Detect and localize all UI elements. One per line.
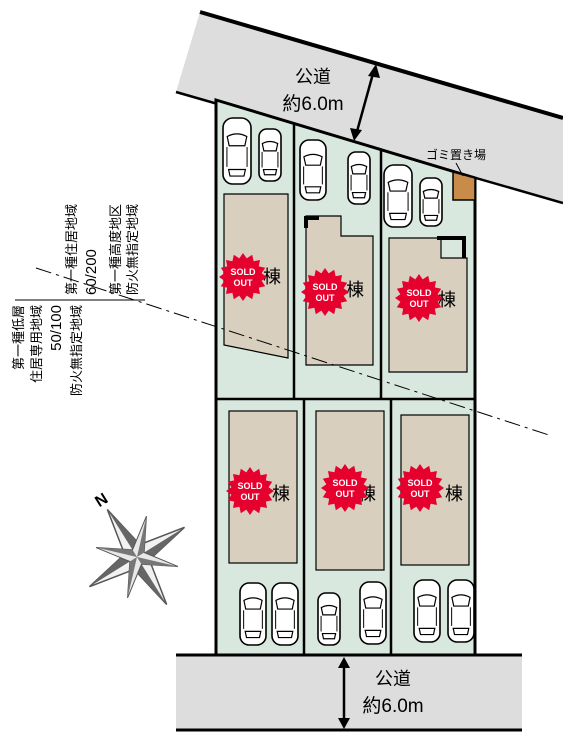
- compass-diag-shade-4: [96, 547, 137, 557]
- sold-out-text-line2: OUT: [411, 489, 431, 499]
- building-label-lot-4: 棟: [272, 484, 290, 504]
- bottom-road-label: 公道: [375, 669, 411, 689]
- sold-out-text-line1: SOLD: [406, 288, 432, 298]
- zoning-left-line1: 第一種低層: [11, 305, 26, 370]
- top-road-width: 約6.0m: [282, 93, 343, 115]
- zoning-right-ratio: 60/200: [83, 249, 100, 295]
- sold-out-text-line2: OUT: [336, 489, 356, 499]
- car-icon: [419, 177, 443, 227]
- sold-out-text-line1: SOLD: [230, 267, 256, 277]
- sold-out-burst: [226, 467, 274, 515]
- sold-out-burst: [396, 464, 444, 512]
- zoning-left-line2: 住居専用地域: [29, 305, 44, 383]
- car-icon: [413, 579, 441, 643]
- compass: N: [88, 490, 186, 606]
- sold-out-burst: [301, 268, 349, 316]
- garbage-area: [452, 171, 476, 201]
- car-icon: [271, 582, 299, 646]
- compass-star-shade-2: [137, 527, 185, 560]
- car-icon: [239, 582, 267, 646]
- zoning-right-line2: 第一種高度地区: [108, 204, 123, 295]
- sold-out-text-line2: OUT: [410, 299, 430, 309]
- zoning-left-ratio: 50/100: [48, 305, 65, 351]
- car-icon: [317, 592, 341, 646]
- car-icon: [383, 164, 413, 228]
- sold-out-text-line1: SOLD: [407, 478, 433, 488]
- sold-out-text-line2: OUT: [234, 278, 254, 288]
- building-label-lot-3: 棟: [438, 290, 456, 310]
- sold-out-text-line2: OUT: [316, 293, 336, 303]
- zoning-right-line1: 第一種住居地域: [64, 204, 79, 295]
- top-road-arrowhead-down: [350, 128, 362, 141]
- top-road-label: 公道: [295, 67, 331, 87]
- top-road-dimension-arrow: [354, 69, 376, 136]
- zoning-right-fire: 防火無指定地域: [125, 204, 140, 295]
- building-label-lot-2: 棟: [346, 280, 364, 300]
- sold-out-text-line1: SOLD: [332, 478, 358, 488]
- sold-out-text-line2: OUT: [241, 492, 261, 502]
- building-label-lot-6: 棟: [445, 484, 463, 504]
- car-icon: [359, 581, 387, 645]
- sold-out-burst: [219, 253, 267, 301]
- sold-out-burst: [321, 464, 369, 512]
- top-road-arrowhead-up: [368, 64, 380, 78]
- sold-out-burst: [395, 274, 443, 322]
- top-road: [176, 12, 563, 203]
- car-icon: [299, 139, 327, 201]
- top-road-edge-line: [199, 10, 563, 120]
- car-icon: [447, 579, 475, 643]
- car-icon: [222, 117, 252, 185]
- garbage-leader-line: [455, 162, 464, 177]
- compass-star-shade-4: [89, 554, 137, 587]
- compass-north-label: N: [92, 490, 111, 511]
- car-icon: [347, 151, 371, 205]
- zoning-left-fire: 防火無指定地域: [69, 305, 84, 396]
- building-lot-2-marker: [304, 216, 319, 228]
- bottom-road-arrowhead-down: [338, 718, 350, 729]
- zoning-boundary-line: [35, 267, 553, 437]
- building-lot-3-marker: [437, 236, 466, 258]
- bottom-road-width: 約6.0m: [362, 695, 423, 717]
- zoning-labels: 第一種住居地域 60/200 第一種高度地区 防火無指定地域 第一種低層 住居専…: [11, 204, 145, 396]
- compass-star-shade-3: [134, 557, 167, 605]
- sold-out-text-line1: SOLD: [237, 481, 263, 491]
- compass-star-shade-1: [107, 509, 140, 557]
- sold-out-text-line1: SOLD: [312, 282, 338, 292]
- parking-spaces: [222, 117, 475, 646]
- car-icon: [258, 128, 282, 182]
- garbage-label: ゴミ置き場: [426, 147, 486, 162]
- building-label-lot-1: 棟: [263, 267, 281, 287]
- bottom-road-arrowhead-up: [338, 657, 350, 668]
